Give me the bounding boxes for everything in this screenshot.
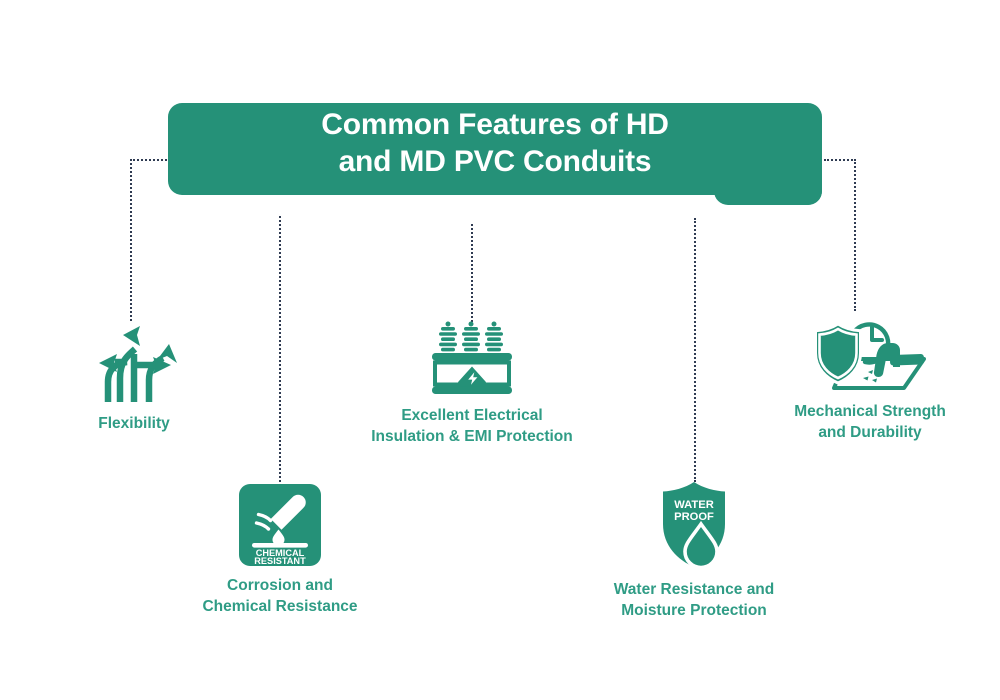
badge-text-proof: PROOF [674,511,714,523]
feature-node-mechanical-strength[interactable]: Mechanical Strength and Durability [770,310,970,444]
connector-flexibility-horizontal [130,159,174,161]
connector-flexibility-vertical [130,159,132,321]
banner-shape [168,103,822,205]
badge-text-chemical: CHEMICAL [256,548,305,558]
connector-mechanical-vertical [854,159,856,311]
feature-label-water-resistance: Water Resistance and Moisture Protection [613,581,775,619]
waterproof-shield-icon: WATER PROOF [659,480,729,570]
badge-text-water: WATER [674,499,714,511]
connector-mechanical-horizontal [824,159,856,161]
connector-water-vertical [694,218,696,482]
branching-arrows-icon [87,318,181,404]
badge-text-resistant: RESISTANT [254,556,306,566]
feature-node-flexibility[interactable]: Flexibility [60,318,208,435]
banner-title-line-1: Common Features of HD [321,108,669,142]
feature-node-corrosion-chemical-resistance[interactable]: CHEMICAL RESISTANT Corrosion and Chemica… [180,484,380,618]
feature-node-electrical-insulation[interactable]: Excellent Electrical Insulation & EMI Pr… [352,318,592,448]
chemical-resistant-badge-icon: CHEMICAL RESISTANT [239,484,321,566]
connector-electrical-vertical [471,224,473,322]
feature-label-electrical-insulation: Excellent Electrical Insulation & EMI Pr… [371,407,573,445]
shield-hammer-clock-icon [810,310,930,392]
feature-label-flexibility: Flexibility [98,415,170,432]
banner-title-line-2: and MD PVC Conduits [338,145,652,178]
transformer-icon [428,318,516,396]
feature-label-mechanical-strength: Mechanical Strength and Durability [794,403,946,441]
connector-corrosion-vertical [279,216,281,486]
feature-label-corrosion-chemical-resistance: Corrosion and Chemical Resistance [202,577,358,615]
feature-node-water-resistance[interactable]: WATER PROOF Water Resistance and Moistur… [594,480,794,622]
